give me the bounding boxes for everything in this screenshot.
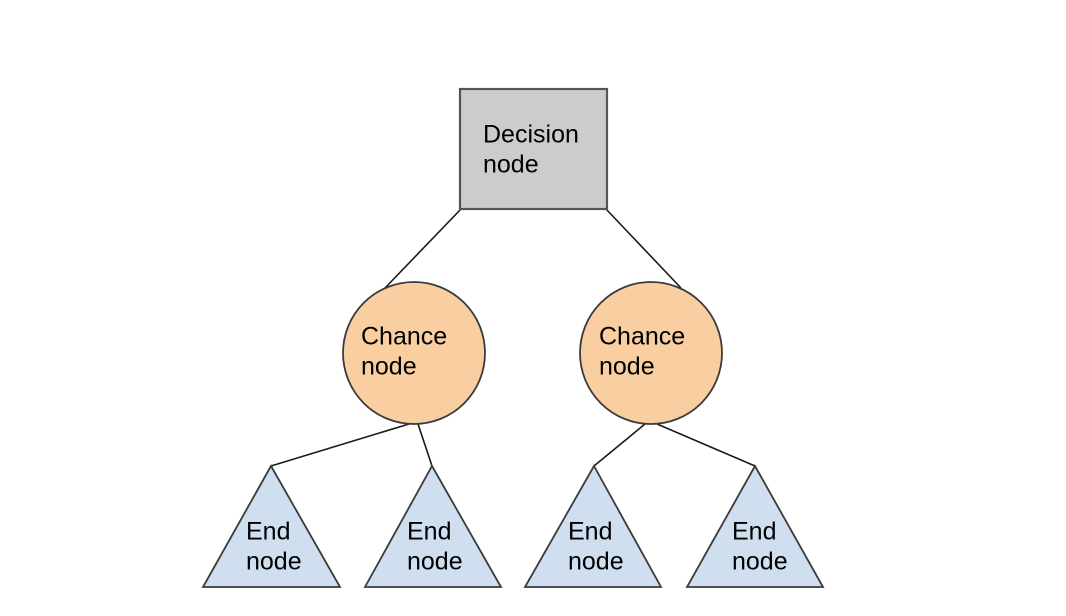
chance-node-2-shape: [579, 281, 723, 425]
edge-decision-to-chance-2: [605, 208, 682, 289]
end-node-1-label-line2: node: [246, 548, 302, 576]
edge-decision-to-chance-1: [384, 208, 462, 289]
chance-node-1[interactable]: Chance node: [342, 281, 486, 425]
decision-node[interactable]: Decision node: [458, 87, 609, 211]
decision-node-label-line1: Decision: [483, 121, 579, 149]
chance-node-2-label-line1: Chance: [599, 323, 685, 351]
edge-chance-2-to-end-3: [593, 423, 646, 467]
chance-node-1-label-line2: node: [361, 353, 417, 381]
chance-node-2-label-line2: node: [599, 353, 655, 381]
end-node-2-label-line1: End: [407, 518, 451, 546]
end-node-3[interactable]: End node: [523, 464, 663, 588]
decision-node-shape: [458, 87, 609, 211]
end-node-2-label-line2: node: [407, 548, 463, 576]
end-node-1-label-line1: End: [246, 518, 290, 546]
edge-chance-1-to-end-1: [270, 423, 410, 467]
end-node-3-shape: [523, 464, 663, 588]
end-node-4[interactable]: End node: [685, 464, 825, 588]
edge-group: [270, 208, 756, 467]
end-node-4-label-line1: End: [732, 518, 776, 546]
end-node-2[interactable]: End node: [363, 464, 503, 588]
chance-node-2[interactable]: Chance node: [579, 281, 723, 425]
end-node-2-shape: [363, 464, 503, 588]
chance-node-1-label-line1: Chance: [361, 323, 447, 351]
chance-node-1-shape: [342, 281, 486, 425]
edge-chance-2-to-end-4: [656, 423, 756, 467]
end-node-1[interactable]: End node: [201, 464, 342, 588]
end-node-3-label-line2: node: [568, 548, 624, 576]
end-node-3-label-line1: End: [568, 518, 612, 546]
end-node-4-label-line2: node: [732, 548, 788, 576]
end-node-4-shape: [685, 464, 825, 588]
decision-node-label-line2: node: [483, 151, 539, 179]
end-node-1-shape: [201, 464, 342, 588]
edge-chance-1-to-end-2: [417, 423, 433, 467]
